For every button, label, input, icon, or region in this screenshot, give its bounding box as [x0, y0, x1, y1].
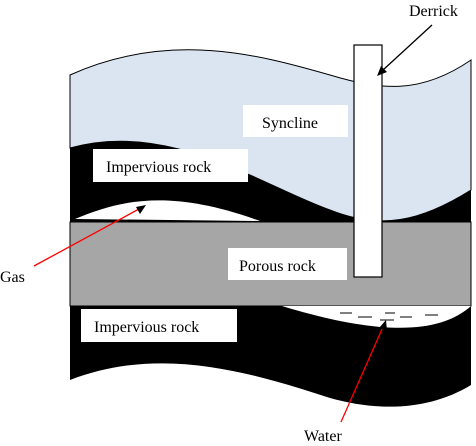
derrick-pipe [353, 44, 383, 278]
water-pocket [282, 306, 471, 328]
impervious-rock-lower-label: Impervious rock [94, 319, 199, 336]
water-label: Water [304, 428, 342, 445]
derrick-label: Derrick [409, 3, 458, 20]
syncline-label: Syncline [262, 115, 318, 132]
syncline-label-box [243, 105, 348, 137]
gas-label: Gas [0, 269, 25, 286]
water-surface-dashes [340, 312, 438, 321]
impervious-rock-upper-label: Impervious rock [106, 159, 211, 176]
water-pointer-arrow [340, 320, 387, 423]
derrick-pointer-arrow [377, 24, 433, 76]
impervious-rock-lower-label-box [81, 309, 237, 342]
gas-pointer-arrow [33, 205, 146, 267]
porous-rock-label-box [228, 248, 347, 280]
porous-rock-label: Porous rock [239, 258, 316, 275]
impervious-rock-upper-label-box [93, 149, 248, 182]
gas-pocket [75, 200, 260, 221]
